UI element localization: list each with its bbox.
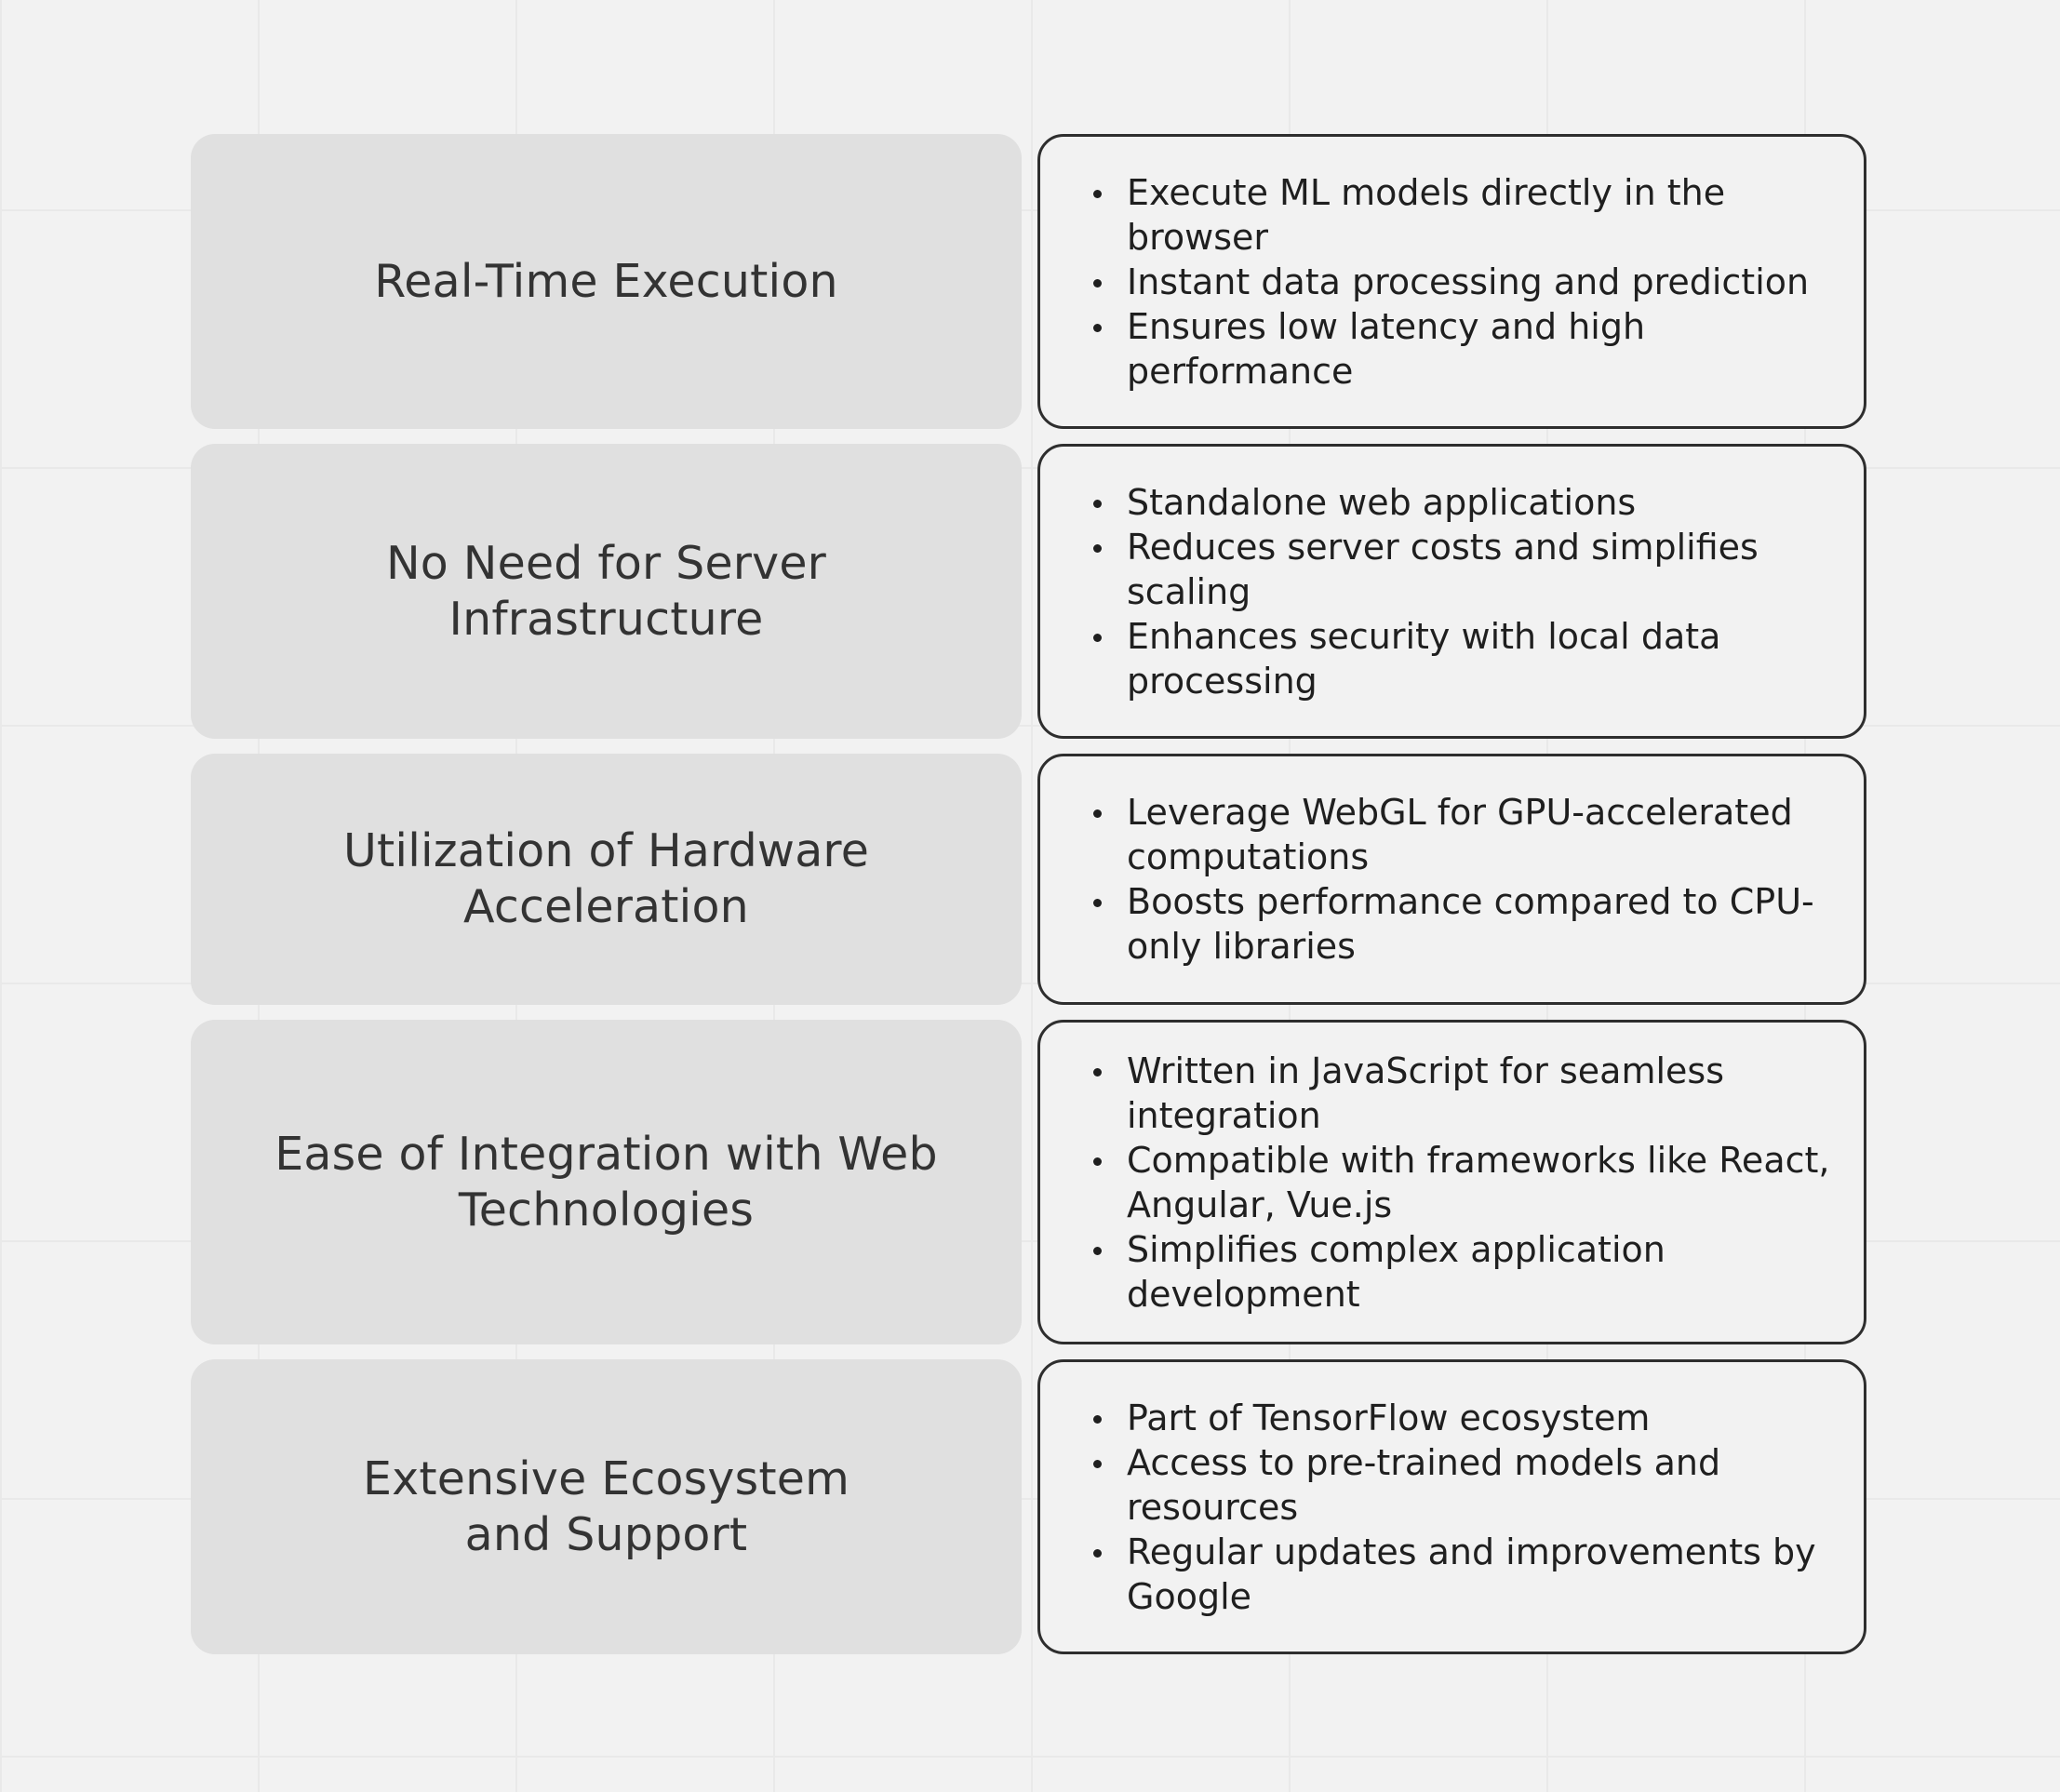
row-title: Extensive Ecosystem and Support xyxy=(362,1451,850,1561)
bullet-list: Leverage WebGL for GPU-accelerated compu… xyxy=(1090,790,1836,969)
bullet-item: Part of TensorFlow ecosystem xyxy=(1090,1396,1836,1440)
row-title: Real-Time Execution xyxy=(374,254,838,308)
row-hardware-acceleration: Utilization of Hardware Acceleration Lev… xyxy=(191,754,1866,1005)
details-box: Standalone web applications Reduces serv… xyxy=(1037,444,1866,739)
row-web-integration: Ease of Integration with Web Technologie… xyxy=(191,1020,1866,1344)
bullet-item: Instant data processing and prediction xyxy=(1090,260,1836,304)
row-real-time-execution: Real-Time Execution Execute ML models di… xyxy=(191,134,1866,429)
bullet-item: Access to pre-trained models and resourc… xyxy=(1090,1440,1836,1530)
bullet-list: Standalone web applications Reduces serv… xyxy=(1090,480,1836,703)
row-no-server-infrastructure: No Need for Server Infrastructure Standa… xyxy=(191,444,1866,739)
bullet-item: Leverage WebGL for GPU-accelerated compu… xyxy=(1090,790,1836,879)
title-box: Extensive Ecosystem and Support xyxy=(191,1359,1022,1654)
bullet-item: Boosts performance compared to CPU-only … xyxy=(1090,879,1836,969)
bullet-item: Reduces server costs and simplifies scal… xyxy=(1090,525,1836,614)
details-box: Written in JavaScript for seamless integ… xyxy=(1037,1020,1866,1344)
row-ecosystem-support: Extensive Ecosystem and Support Part of … xyxy=(191,1359,1866,1654)
bullet-item: Written in JavaScript for seamless integ… xyxy=(1090,1049,1836,1138)
bullet-item: Standalone web applications xyxy=(1090,480,1836,525)
details-box: Part of TensorFlow ecosystem Access to p… xyxy=(1037,1359,1866,1654)
bullet-item: Regular updates and improvements by Goog… xyxy=(1090,1530,1836,1619)
details-box: Leverage WebGL for GPU-accelerated compu… xyxy=(1037,754,1866,1005)
title-box: Real-Time Execution xyxy=(191,134,1022,429)
bullet-item: Simplifies complex application developme… xyxy=(1090,1227,1836,1317)
title-box: No Need for Server Infrastructure xyxy=(191,444,1022,739)
bullet-item: Execute ML models directly in the browse… xyxy=(1090,170,1836,260)
bullet-item: Ensures low latency and high performance xyxy=(1090,304,1836,394)
bullet-list: Written in JavaScript for seamless integ… xyxy=(1090,1049,1836,1317)
bullet-list: Part of TensorFlow ecosystem Access to p… xyxy=(1090,1396,1836,1619)
row-title: Utilization of Hardware Acceleration xyxy=(342,824,870,933)
title-box: Ease of Integration with Web Technologie… xyxy=(191,1020,1022,1344)
title-box: Utilization of Hardware Acceleration xyxy=(191,754,1022,1005)
row-title: No Need for Server Infrastructure xyxy=(385,536,827,646)
bullet-list: Execute ML models directly in the browse… xyxy=(1090,170,1836,394)
details-box: Execute ML models directly in the browse… xyxy=(1037,134,1866,429)
bullet-item: Compatible with frameworks like React, A… xyxy=(1090,1138,1836,1227)
bullet-item: Enhances security with local data proces… xyxy=(1090,614,1836,703)
row-title: Ease of Integration with Web Technologie… xyxy=(274,1127,938,1237)
